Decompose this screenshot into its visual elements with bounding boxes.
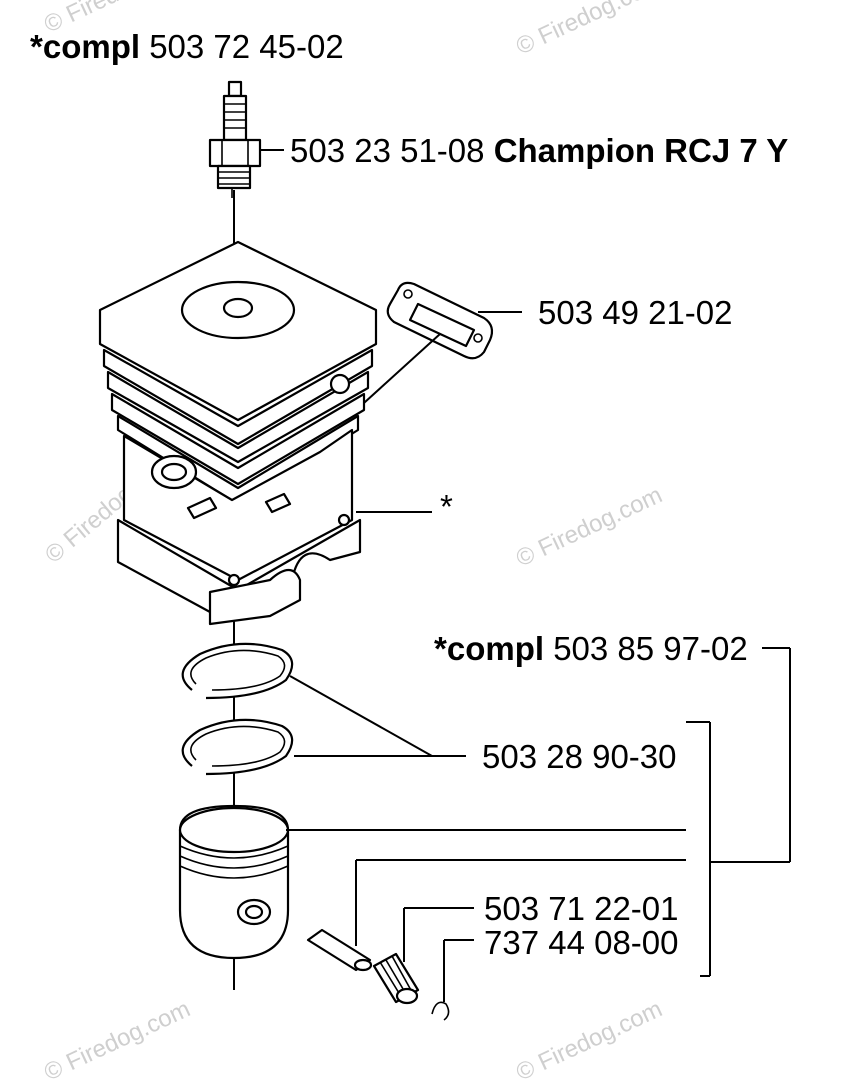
piston	[178, 804, 290, 960]
exhaust-gasket	[386, 281, 494, 360]
circlip	[431, 1001, 450, 1021]
piston-kit-label: *compl 503 85 97-02	[434, 632, 748, 665]
cylinder	[98, 240, 378, 626]
spark-plug-number: 503 23 51-08	[290, 132, 485, 169]
piston-rings-label: 503 28 90-30	[482, 738, 677, 775]
piston-kit-number: 503 85 97-02	[553, 630, 748, 667]
gasket-label: 503 49 21-02	[538, 294, 733, 331]
cylinder-kit-label: *compl 503 72 45-02	[30, 30, 344, 63]
leader-line	[353, 333, 441, 413]
circlip-label: 737 44 08-00	[484, 924, 679, 961]
bearing-label: 503 71 22-01	[484, 890, 679, 927]
spark-plug-label: 503 23 51-08 Champion RCJ 7 Y	[290, 134, 788, 167]
compl-prefix: *compl	[434, 630, 545, 667]
leader-line	[289, 675, 433, 757]
spark-plug-name: Champion RCJ 7 Y	[493, 132, 789, 169]
cylinder-kit-number: 503 72 45-02	[149, 28, 344, 65]
spark-plug	[208, 80, 262, 198]
cylinder-star-label: *	[440, 488, 453, 525]
piston-pin	[306, 928, 373, 972]
piston-rings	[181, 642, 294, 776]
compl-prefix: *compl	[30, 28, 141, 65]
needle-bearing	[372, 952, 420, 1005]
